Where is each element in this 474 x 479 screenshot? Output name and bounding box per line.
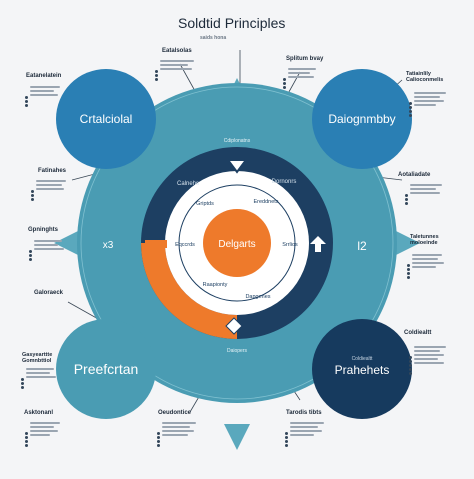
ring-spike-bottom bbox=[224, 424, 250, 450]
inner-label-tl: Griptds bbox=[196, 201, 214, 207]
arrow-down-icon bbox=[226, 159, 248, 174]
ring-spike-left bbox=[54, 229, 82, 257]
bullet-list bbox=[288, 66, 318, 80]
bullet-list bbox=[30, 84, 60, 98]
circle-bottom-left bbox=[56, 319, 156, 419]
circle-bottom-right bbox=[312, 319, 412, 419]
inner-label-br: Dapgenes bbox=[245, 294, 270, 300]
inner-ring-line bbox=[178, 184, 296, 302]
side-label-left-5: Gasyearttte Gomnbttiol bbox=[22, 352, 53, 365]
bullet-list bbox=[30, 420, 60, 438]
ring-label-top: Cdiplonatns bbox=[224, 138, 251, 144]
side-label-left-4: Galoraeck bbox=[34, 290, 64, 296]
diamond-icon bbox=[225, 317, 243, 335]
arrow-up-icon bbox=[310, 236, 326, 252]
side-label-right-1: Tatiainlily Calioconmelis bbox=[406, 71, 444, 84]
bullet-list bbox=[412, 252, 446, 270]
label-top-left: Crtalciolal bbox=[80, 112, 133, 126]
dark-ring-label-tr: Dornonrs bbox=[272, 179, 297, 185]
bullet-list bbox=[34, 238, 64, 252]
ring-number-left: x3 bbox=[103, 240, 114, 251]
ring-spike-right bbox=[392, 229, 420, 257]
bullet-list bbox=[26, 366, 56, 380]
bullet-list bbox=[160, 58, 196, 72]
circle-top-left bbox=[56, 69, 156, 169]
label-bottom-left: Preefcrtan bbox=[74, 361, 139, 377]
bullet-list bbox=[162, 420, 198, 438]
dark-ring-label-tl: Calnehs bbox=[177, 181, 199, 187]
side-label-right-2: Aotaliadate bbox=[398, 172, 431, 178]
bullet-list bbox=[414, 344, 448, 366]
inner-label-left: Eqccrds bbox=[175, 242, 195, 248]
left-orange-tab bbox=[145, 240, 167, 248]
circle-top-right bbox=[312, 69, 412, 169]
ring-label-bottom: Daiopers bbox=[227, 348, 248, 354]
label-bottom-right: Prahehets bbox=[335, 363, 390, 377]
label-bottom-right-sub: Coldiealtt bbox=[352, 356, 373, 362]
bullet-list bbox=[290, 420, 326, 438]
side-label-bottom-2: Tarodis tibts bbox=[286, 410, 322, 416]
orange-arc bbox=[141, 243, 237, 339]
inner-label-right: Srrlios bbox=[282, 242, 298, 248]
side-label-bottom-1: Oeudontice bbox=[158, 410, 192, 416]
bullet-list bbox=[414, 90, 448, 108]
side-label-right-3: Taletunnes moloeinde bbox=[410, 234, 439, 247]
side-label-left-6: Asktonanl bbox=[24, 410, 54, 416]
page-title: Soldtid Principles bbox=[178, 15, 286, 31]
center-circle bbox=[203, 209, 271, 277]
page-subtitle: saids hona bbox=[200, 35, 227, 41]
label-top-right: Daiognmbby bbox=[328, 112, 395, 126]
outer-ring-edge bbox=[80, 86, 394, 400]
side-label-right-4: Coldiealtt bbox=[404, 330, 432, 336]
side-label-left-3: Gpninghts bbox=[28, 227, 58, 233]
side-label-left-1: Eatanelatein bbox=[26, 73, 62, 79]
side-label-left-2: Fatinahes bbox=[38, 168, 67, 174]
center-label: Delgarts bbox=[218, 239, 255, 250]
bullet-list bbox=[410, 182, 444, 196]
side-label-top-1: Eatalsolas bbox=[162, 48, 192, 54]
bullet-list bbox=[36, 178, 66, 192]
inner-label-tr: Ereddnets bbox=[253, 199, 278, 205]
connector-line bbox=[67, 301, 101, 321]
ring-number-right: l2 bbox=[357, 239, 367, 253]
side-label-top-2: Splitum bvay bbox=[286, 56, 324, 62]
inner-label-bl: Raapionty bbox=[203, 282, 228, 288]
